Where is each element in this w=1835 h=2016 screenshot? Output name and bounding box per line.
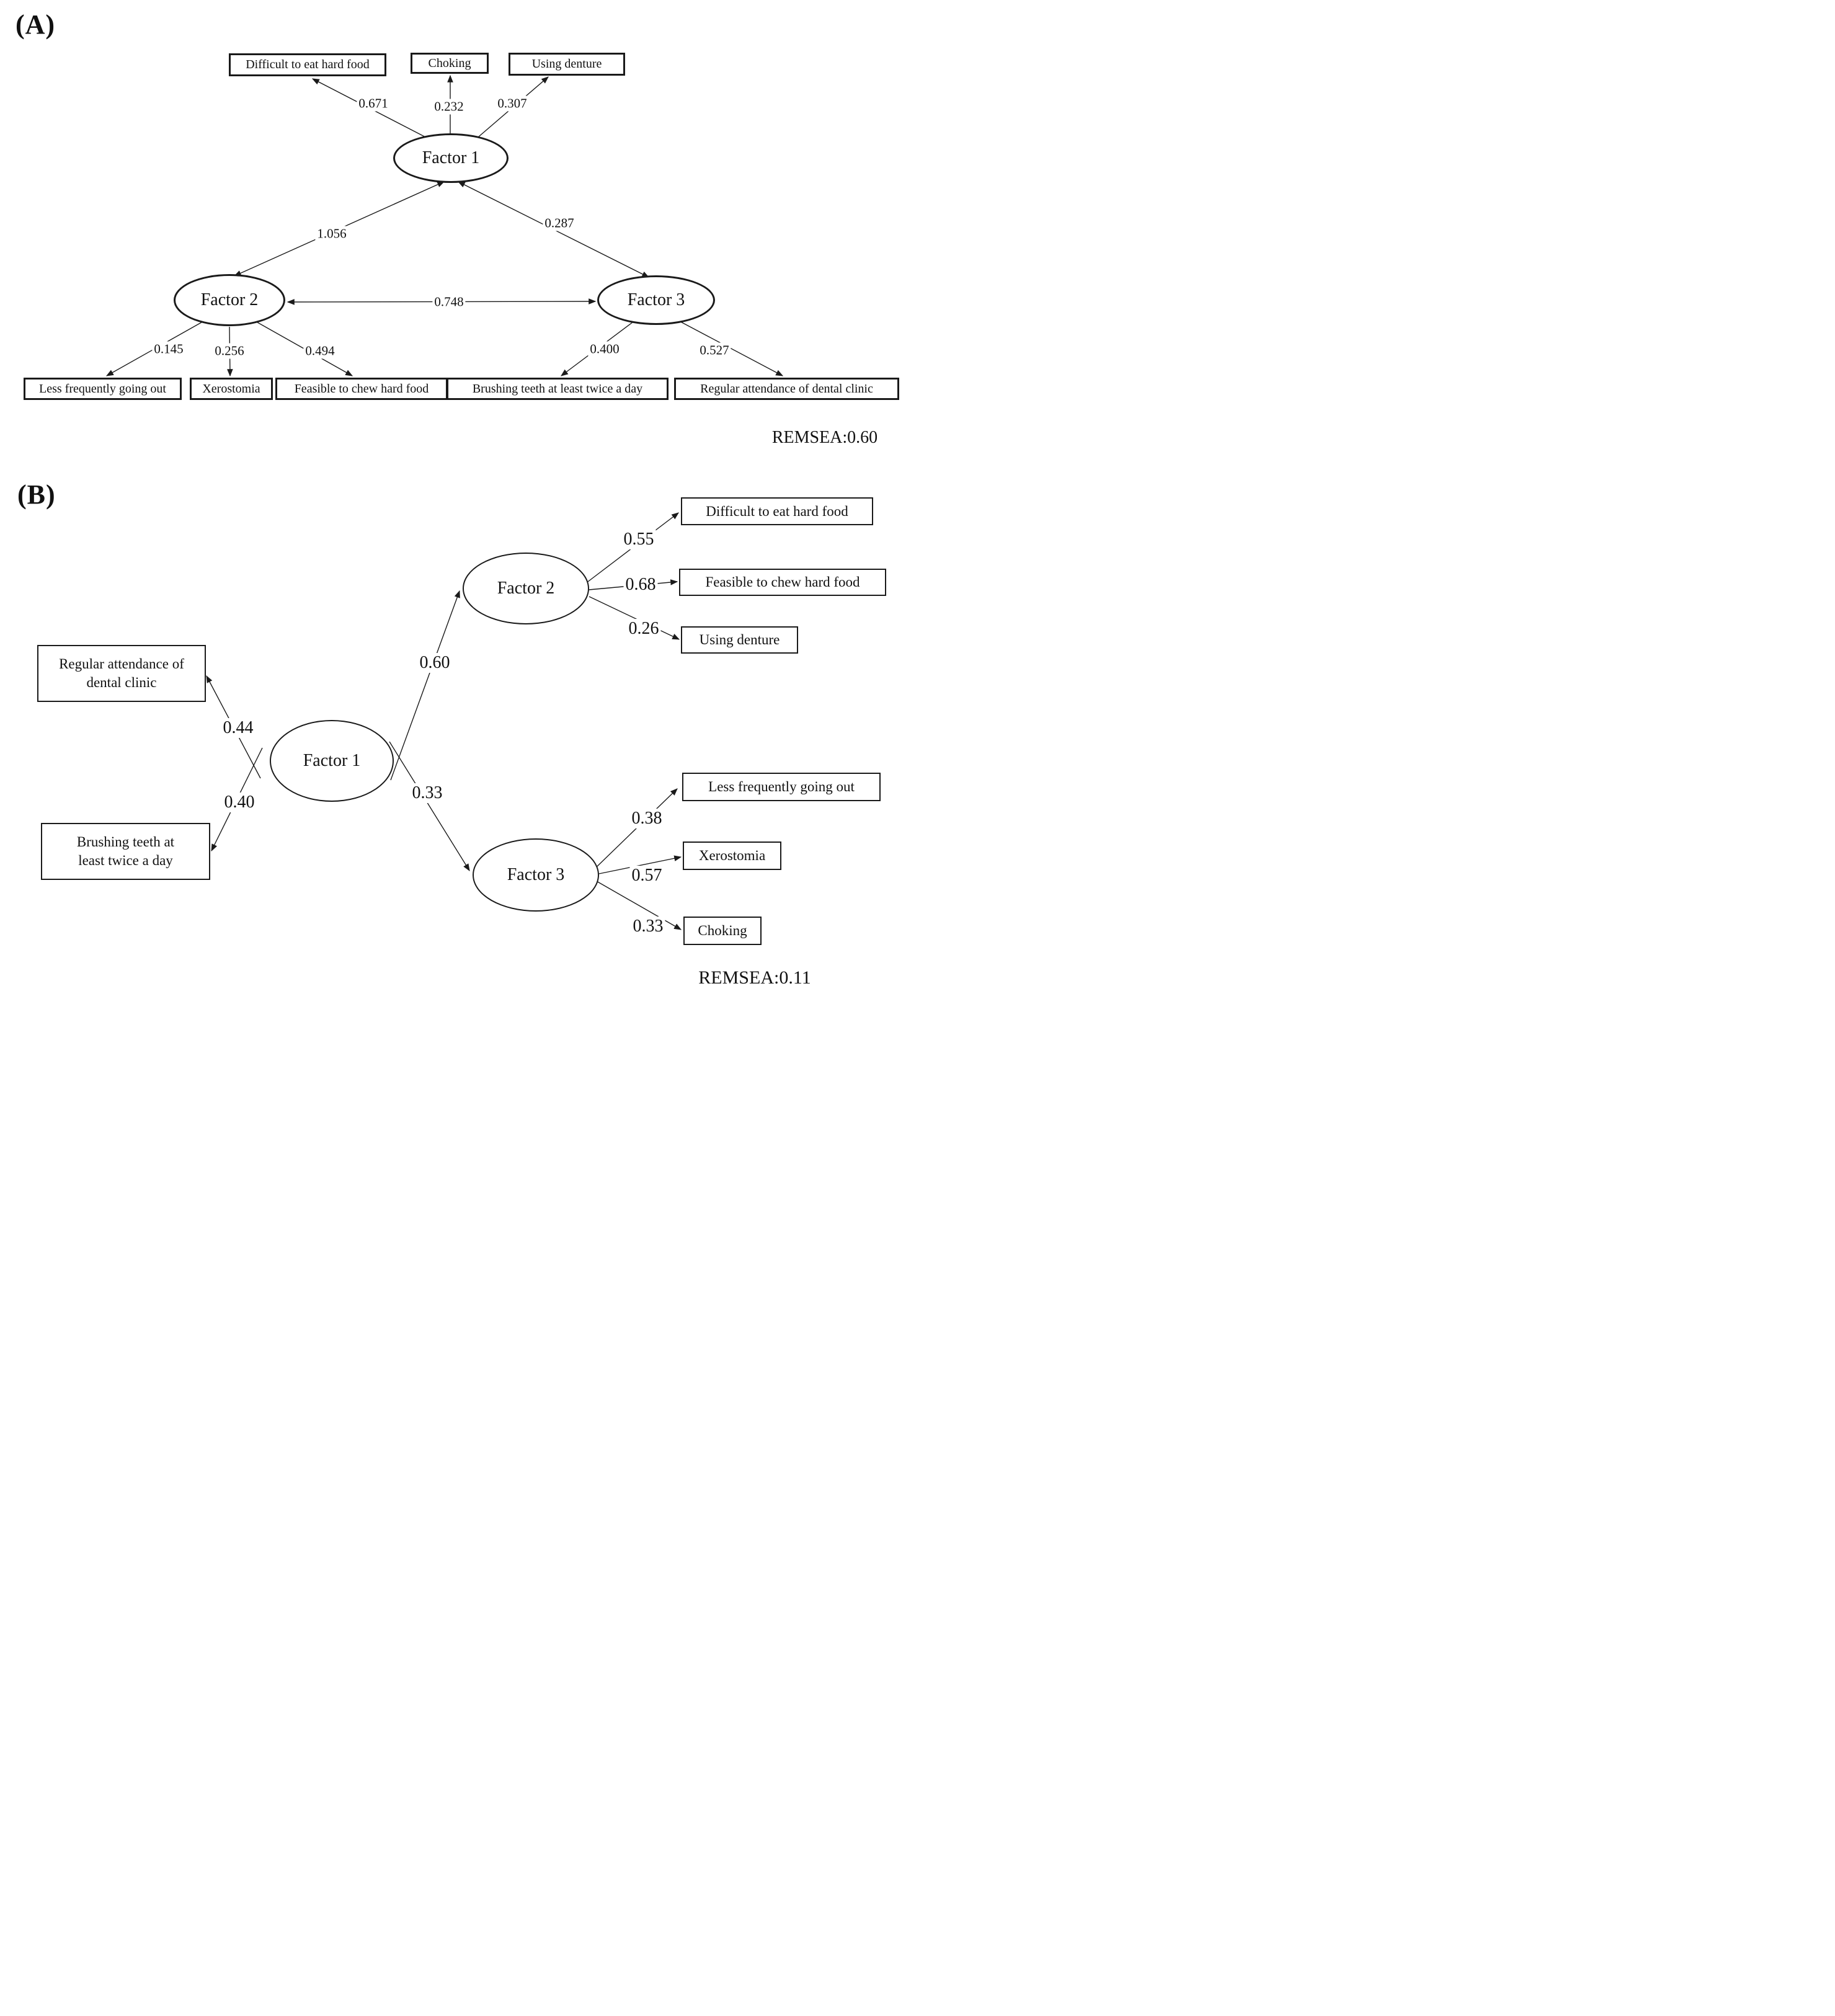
coef-b-f1-brushing: 0.40 xyxy=(222,793,257,812)
indicator-box-b-brushing: Brushing teeth at least twice a day xyxy=(41,823,210,880)
coef-a-f2-xerostomia: 0.256 xyxy=(213,343,246,359)
coef-b-f3-less: 0.38 xyxy=(629,809,664,828)
coef-a-f3-brushing: 0.400 xyxy=(588,341,621,357)
coef-b-f2-difficult: 0.55 xyxy=(621,530,656,549)
factor3-node-b: Factor 3 xyxy=(473,838,599,912)
indicator-box-a-xerostomia: Xerostomia xyxy=(190,378,273,400)
indicator-box-b-regular: Regular attendance of dental clinic xyxy=(37,645,206,702)
path-b-f1-f2 xyxy=(390,590,460,781)
coef-a-f3-regular: 0.527 xyxy=(698,342,731,358)
path-b-f2-denture xyxy=(589,596,680,640)
coef-b-f2-denture: 0.26 xyxy=(626,619,661,639)
indicator-box-a-feasible: Feasible to chew hard food xyxy=(275,378,448,400)
factor3-node-a: Factor 3 xyxy=(597,275,715,325)
coef-a-f1-choking: 0.232 xyxy=(432,99,466,115)
indicator-box-a-regular: Regular attendance of dental clinic xyxy=(674,378,899,400)
coef-a-f1-f3: 0.287 xyxy=(543,215,576,231)
factor2-node-a: Factor 2 xyxy=(174,274,285,326)
coef-b-f2-feasible: 0.68 xyxy=(623,575,658,595)
indicator-box-b-choking: Choking xyxy=(683,917,762,945)
coef-b-f3-xerostomia: 0.57 xyxy=(629,866,664,886)
panel-a-label: (A) xyxy=(16,9,56,40)
indicator-box-a-choking: Choking xyxy=(411,53,489,74)
coef-a-f1-denture: 0.307 xyxy=(495,95,529,112)
indicator-box-a-less-going-out: Less frequently going out xyxy=(24,378,182,400)
coef-b-f1-regular: 0.44 xyxy=(221,718,255,738)
coef-a-f1-f2: 1.056 xyxy=(315,226,349,242)
path-a-f2-feasible xyxy=(254,320,353,376)
indicator-box-b-xerostomia: Xerostomia xyxy=(683,841,781,870)
indicator-box-b-difficult: Difficult to eat hard food xyxy=(681,497,873,525)
indicator-box-a-denture: Using denture xyxy=(509,53,625,76)
fit-statistic-b: REMSEA:0.11 xyxy=(698,967,811,988)
factor1-node-a: Factor 1 xyxy=(393,133,509,183)
indicator-box-b-denture: Using denture xyxy=(681,626,798,654)
indicator-box-b-feasible: Feasible to chew hard food xyxy=(679,569,886,596)
fit-statistic-a: REMSEA:0.60 xyxy=(771,428,878,447)
coef-b-f3-choking: 0.33 xyxy=(631,917,665,936)
path-b-f1-f3 xyxy=(389,741,470,872)
indicator-box-a-brushing: Brushing teeth at least twice a day xyxy=(447,378,669,400)
factor1-node-b: Factor 1 xyxy=(270,720,394,802)
indicator-box-b-less-going-out: Less frequently going out xyxy=(682,773,881,801)
sem-path-diagram: (A) Difficult to eat hard food Choking U… xyxy=(0,0,918,1008)
path-b-f3-xerostomia xyxy=(598,855,682,874)
path-b-f3-choking xyxy=(596,881,682,930)
coef-a-f1-difficult: 0.671 xyxy=(357,95,390,112)
coef-b-f1-f3: 0.33 xyxy=(410,783,445,803)
coef-a-f2-f3: 0.748 xyxy=(432,294,466,310)
coef-a-f2-feasible: 0.494 xyxy=(303,343,337,359)
coef-b-f1-f2: 0.60 xyxy=(417,653,452,673)
panel-b-label: (B) xyxy=(17,479,56,510)
factor2-node-b: Factor 2 xyxy=(463,553,589,624)
indicator-box-a-difficult: Difficult to eat hard food xyxy=(229,53,386,76)
coef-a-f2-less: 0.145 xyxy=(152,341,185,357)
